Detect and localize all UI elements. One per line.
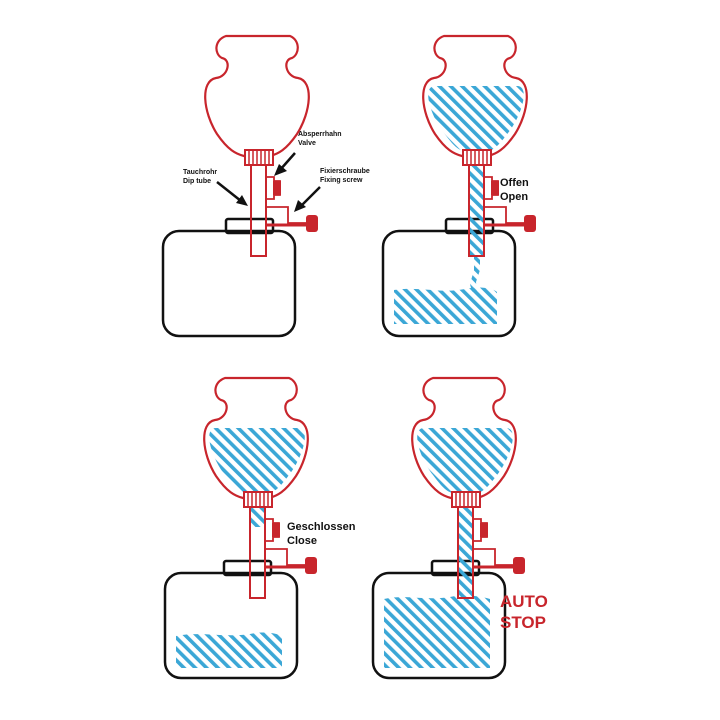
valve-label-de: Absperrhahn xyxy=(298,131,342,138)
pointer-arrows xyxy=(216,152,321,212)
panel-setup: Absperrhahn Valve Tauchrohr Dip tube Fix… xyxy=(161,34,370,338)
bottle xyxy=(422,34,536,257)
dip-tube xyxy=(468,164,485,257)
bottle xyxy=(204,34,318,257)
water-in-canister xyxy=(384,595,490,668)
bottle-neck-thread xyxy=(244,149,274,166)
panel-auto-stop: AUTO STOP xyxy=(371,376,548,680)
tube-label-en: Dip tube xyxy=(183,178,211,185)
state-label-en: Close xyxy=(287,535,317,547)
dip-tube xyxy=(249,506,266,599)
canister xyxy=(163,559,299,680)
bottle xyxy=(203,376,317,599)
valve-label-en: Valve xyxy=(298,140,316,147)
dip-tube-water xyxy=(251,507,265,527)
tube-label-de: Tauchrohr xyxy=(183,169,217,176)
panel-closed: Geschlossen Close xyxy=(163,376,356,680)
water-in-canister xyxy=(176,632,282,668)
state-label-de: Offen xyxy=(500,177,529,189)
fixing-screw xyxy=(473,548,513,566)
screw-label-en: Fixing screw xyxy=(320,177,363,184)
dip-tube xyxy=(250,164,267,257)
auto-stop-label-line2: STOP xyxy=(500,613,546,632)
canister xyxy=(161,217,297,338)
state-label-de: Geschlossen xyxy=(287,521,356,533)
bottle xyxy=(411,376,525,599)
canister xyxy=(371,559,507,680)
fixing-screw xyxy=(266,206,306,224)
state-label-en: Open xyxy=(500,191,528,203)
auto-stop-label-line1: AUTO xyxy=(500,592,548,611)
panel-open: Offen Open xyxy=(381,34,536,338)
canister xyxy=(381,217,517,338)
bottle-neck-thread xyxy=(243,491,273,508)
fixing-screw xyxy=(484,206,524,224)
fixing-screw xyxy=(265,548,305,566)
bottle-neck-thread xyxy=(462,149,492,166)
dip-tube-water xyxy=(459,507,473,598)
bottle-neck-thread xyxy=(451,491,481,508)
dip-tube-water xyxy=(470,165,484,256)
dip-tube xyxy=(457,506,474,599)
water-in-canister xyxy=(394,287,497,324)
water-stream xyxy=(470,256,480,292)
screw-label-de: Fixierschraube xyxy=(320,168,370,175)
